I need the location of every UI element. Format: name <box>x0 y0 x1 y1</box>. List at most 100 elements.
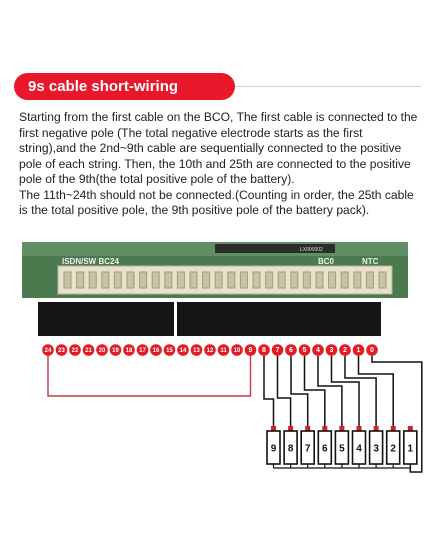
pin-13-dot <box>190 344 203 356</box>
connector-pin <box>265 271 274 289</box>
cell-3 <box>368 430 384 465</box>
pin-19-label: 19 <box>112 348 119 354</box>
pin-4-label: 4 <box>316 347 320 354</box>
connector-pin <box>290 271 299 289</box>
pin-8-label: 8 <box>262 347 266 354</box>
wire-pin-7 <box>276 355 292 426</box>
pin-20-dot <box>96 344 108 356</box>
cell-4 <box>351 430 367 465</box>
connector-pin <box>113 271 122 289</box>
connector-pin <box>189 271 198 289</box>
wire-pin-2 <box>344 355 377 426</box>
wire-pin-6 <box>290 355 309 426</box>
description-paragraph-1: Starting from the first cable on the BCO… <box>19 110 418 186</box>
connector-pin <box>214 271 223 289</box>
wires <box>47 350 423 473</box>
cell-5-label: 5 <box>339 444 345 455</box>
connector-pin <box>340 271 349 289</box>
pin-14-label: 14 <box>180 348 187 354</box>
connector-pins <box>63 271 387 289</box>
pin-24-label: 24 <box>45 348 52 354</box>
pin-23-label: 23 <box>58 348 65 354</box>
connector-pin <box>126 271 135 289</box>
pin-2-label: 2 <box>343 347 347 354</box>
pin-20-label: 20 <box>99 348 106 354</box>
cell-5-terminal <box>339 426 345 431</box>
connector-pin <box>101 271 110 289</box>
pin-1-label: 1 <box>357 347 361 354</box>
cell-1 <box>402 430 418 465</box>
pin-5-dot <box>298 344 311 356</box>
connector-pin <box>164 271 173 289</box>
cell-2 <box>385 430 401 465</box>
pin-2-dot <box>339 344 351 356</box>
pin-24-dot <box>42 344 54 356</box>
wire-24-to-9 <box>47 350 252 397</box>
cell-7 <box>300 430 316 465</box>
bms-board: LX000002 ISDN/SW BC24 BC0 NTC <box>22 242 408 298</box>
connector-pin <box>139 271 148 289</box>
black-bar-right <box>177 302 381 336</box>
connector-pin <box>302 271 311 289</box>
pin-4-dot <box>312 344 324 356</box>
pin-3-label: 3 <box>330 347 334 354</box>
cell-8-label: 8 <box>288 444 294 455</box>
pin-18-label: 18 <box>126 348 133 354</box>
connector-pin <box>63 271 72 289</box>
cell-7-label: 7 <box>305 444 311 455</box>
pin-17-dot <box>136 344 149 356</box>
connector-pin <box>277 271 286 289</box>
pin-6-label: 6 <box>289 347 293 354</box>
pin-1-dot <box>352 344 365 356</box>
cell-9 <box>266 430 281 465</box>
pin-11-dot <box>217 344 230 356</box>
pin-21-label: 21 <box>85 348 92 354</box>
pin-12-dot <box>204 344 216 356</box>
cell-6 <box>317 430 333 465</box>
description: Starting from the first cable on the BCO… <box>19 110 421 219</box>
description-paragraph-2: The 11th~24th should not be connected.(C… <box>19 187 414 218</box>
connector-pin <box>76 271 85 289</box>
cell-8 <box>283 430 298 465</box>
cell-9-terminal <box>271 426 276 431</box>
connector-pin <box>202 271 211 289</box>
pin-10-dot <box>231 344 243 356</box>
pin-16-label: 16 <box>153 348 160 354</box>
wire-pin-5 <box>303 355 326 426</box>
cell-2-label: 2 <box>390 444 396 455</box>
pin-10-label: 10 <box>234 348 241 354</box>
connector-pin <box>239 271 248 289</box>
pin-9-label: 9 <box>249 347 253 354</box>
chip-label: LX000002 <box>300 247 323 253</box>
pin-19-dot <box>109 344 122 356</box>
pin-3-dot <box>325 344 338 356</box>
label-bc0: BC0 <box>318 257 335 266</box>
connector-pin <box>151 271 160 289</box>
connector-pin <box>227 271 236 289</box>
cell-7-terminal <box>305 426 311 431</box>
pin-13-label: 13 <box>193 348 200 354</box>
wire-pin-4 <box>317 355 343 426</box>
label-bc24: ISDN/SW BC24 <box>62 257 119 266</box>
pin-15-label: 15 <box>166 348 173 354</box>
pin-14-dot <box>177 344 189 356</box>
pin-18-dot <box>123 344 135 356</box>
connector-pin <box>88 271 97 289</box>
black-bar-left <box>38 302 174 336</box>
pin-16-dot <box>150 344 162 356</box>
pin-12-label: 12 <box>207 348 214 354</box>
pin-7-label: 7 <box>276 347 280 354</box>
cell-4-terminal <box>356 426 362 431</box>
connector-pin <box>353 271 362 289</box>
connector-pin <box>252 271 261 289</box>
cell-6-terminal <box>322 426 328 431</box>
cell-1-terminal <box>407 426 413 431</box>
pin-11-label: 11 <box>220 348 227 354</box>
connector-pin <box>378 271 387 289</box>
connector-housing <box>57 265 393 295</box>
cell-1-label: 1 <box>408 444 414 455</box>
section-title: 9s cable short-wiring method <box>14 73 235 122</box>
